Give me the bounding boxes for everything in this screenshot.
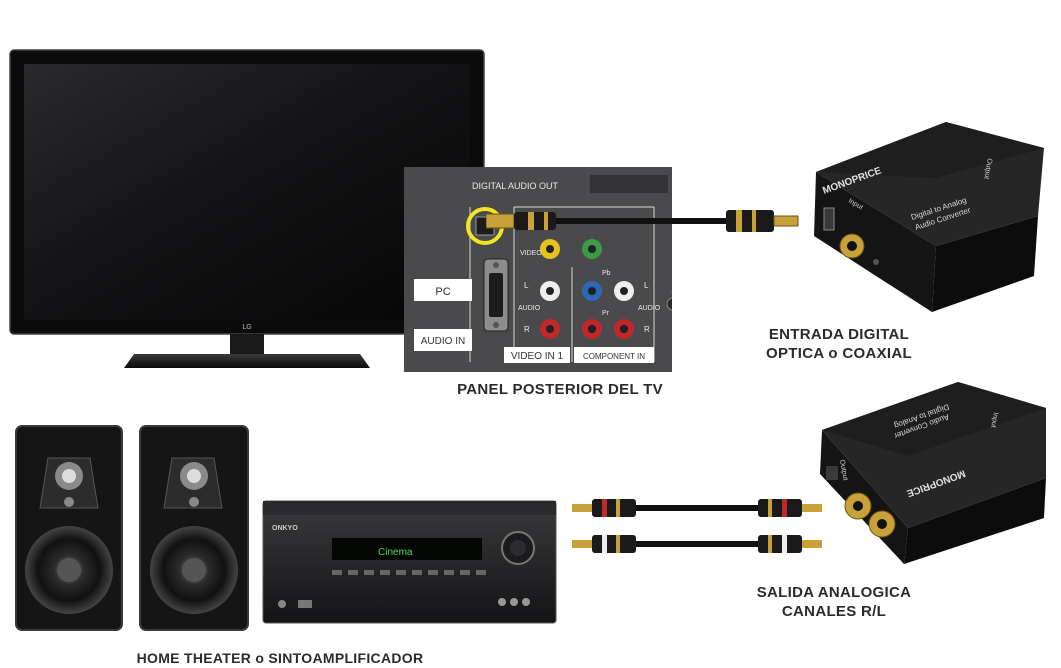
speaker-right	[139, 425, 249, 631]
receiver-headphone-jack	[278, 600, 286, 608]
component-audio-r-red-jack	[614, 319, 634, 339]
component-audio-l-white-jack	[614, 281, 634, 301]
receiver-usb-port	[298, 600, 312, 608]
receiver-front-inputs	[498, 598, 530, 606]
component-in-label-box	[574, 347, 654, 363]
converter-top-drawing: MONOPRICE Digital to Analog Audio Conver…	[814, 122, 1044, 312]
converter-output-label: Output	[982, 158, 993, 180]
label-component-l: L	[644, 281, 649, 290]
label-video-in-1: VIDEO IN 1	[511, 351, 564, 362]
audio-in-label-box	[414, 329, 472, 351]
tv-screen	[24, 64, 470, 320]
caption-salida-line2: CANALES R/L	[781, 603, 887, 620]
caption-salida-line1: SALIDA ANALOGICA	[756, 584, 912, 601]
rca-cable-red	[572, 499, 822, 517]
pr-green-jack	[582, 239, 602, 259]
tv-brand-logo: LG	[242, 324, 251, 331]
optical-cable	[485, 200, 816, 244]
pc-label-box	[414, 279, 472, 301]
receiver-display-text: Cinema	[378, 547, 413, 558]
label-pc: PC	[435, 286, 450, 298]
speakers-drawing	[15, 425, 249, 631]
label-component-audio: AUDIO	[638, 305, 661, 312]
label-video: VIDEO	[520, 250, 542, 257]
audio-r-red-jack	[540, 319, 560, 339]
label-pb: Pb	[602, 270, 611, 277]
video-yellow-jack	[540, 239, 560, 259]
rca-cable-white	[572, 535, 822, 553]
caption-entrada: ENTRADA DIGITAL OPTICA o COAXIAL	[750, 325, 928, 363]
converter-bottom-drawing: MONOPRICE Digital to Analog Audio Conver…	[820, 382, 1046, 564]
lcd-tv: LG	[8, 48, 486, 374]
rca-cables	[572, 493, 822, 557]
rca-cables-drawing	[572, 499, 822, 553]
converter-output-side: MONOPRICE Digital to Analog Audio Conver…	[818, 378, 1050, 568]
label-pr: Pr	[602, 310, 610, 317]
bookshelf-speakers	[14, 424, 254, 634]
rear-panel-drawing: DIGITAL AUDIO OUT PC AUDIO IN	[404, 167, 681, 372]
caption-entrada-line1: ENTRADA DIGITAL	[768, 326, 910, 343]
converter-power-jack	[826, 466, 838, 480]
optical-cable-wire	[556, 218, 726, 224]
caption-home-theater: HOME THEATER o SINTOAMPLIFICADOR	[136, 650, 424, 666]
lcd-tv-drawing: LG	[9, 49, 485, 368]
converter-output-label-flipped: Output	[838, 459, 849, 481]
optical-cable-drawing	[485, 210, 799, 232]
caption-panel: PANEL POSTERIOR DEL TV	[457, 381, 663, 398]
converter-power-port	[873, 259, 879, 265]
caption-salida: SALIDA ANALOGICA CANALES R/L	[740, 583, 928, 621]
label-component-in: COMPONENT IN	[583, 352, 645, 361]
speaker-left	[15, 425, 123, 631]
label-r: R	[524, 325, 530, 334]
receiver-drawing: ONKYO Cinema	[262, 500, 557, 624]
pb-blue-jack	[582, 281, 602, 301]
receiver-button-row	[332, 570, 486, 575]
label-l: L	[524, 281, 529, 290]
pr-red-jack	[582, 319, 602, 339]
converter-input-side: MONOPRICE Digital to Analog Audio Conver…	[806, 116, 1046, 316]
converter-input-label-flipped: Input	[989, 412, 999, 429]
tv-rear-panel: DIGITAL AUDIO OUT PC AUDIO IN	[404, 167, 681, 372]
label-digital-audio-out: DIGITAL AUDIO OUT	[472, 181, 559, 191]
label-audio-in: AUDIO IN	[421, 336, 465, 347]
converter-optical-port	[823, 207, 835, 231]
label-component-r: R	[644, 325, 650, 334]
caption-entrada-line2: OPTICA o COAXIAL	[766, 345, 912, 362]
av-receiver: ONKYO Cinema	[262, 500, 557, 626]
audio-l-white-jack	[540, 281, 560, 301]
receiver-display	[332, 538, 482, 560]
label-audio: AUDIO	[518, 305, 541, 312]
tv-stand	[124, 354, 370, 368]
video-in-1-label-box	[504, 347, 570, 363]
receiver-brand-logo: ONKYO	[272, 525, 298, 532]
